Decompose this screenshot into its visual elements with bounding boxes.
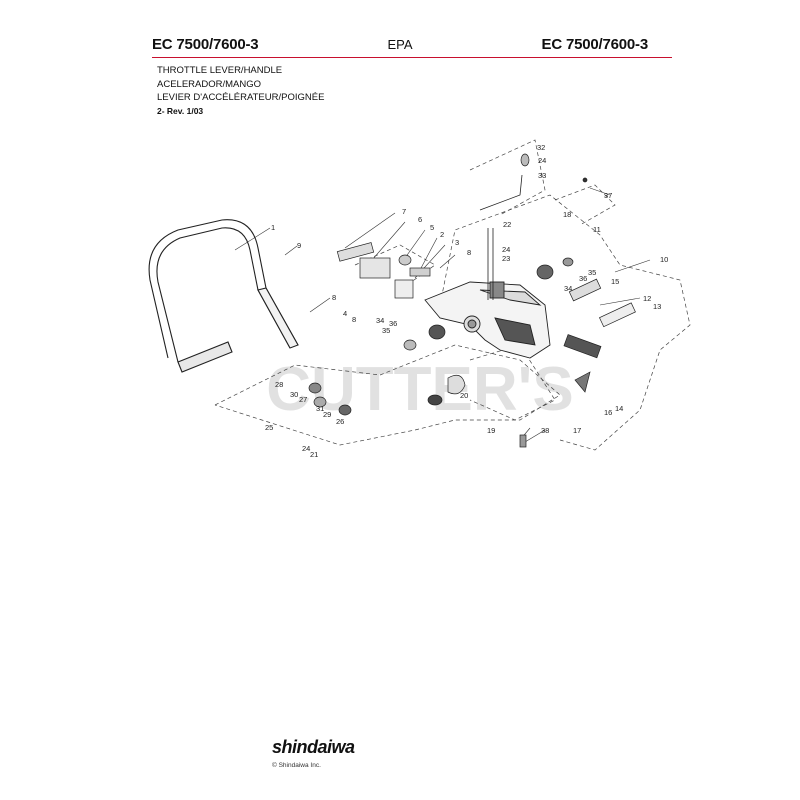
callout-35b: 35 [588, 268, 596, 277]
callout-34a: 34 [376, 316, 384, 325]
callout-36a: 36 [389, 319, 397, 328]
callout-7: 7 [402, 207, 406, 216]
callout-23: 23 [502, 254, 510, 263]
callout-9: 9 [297, 241, 301, 250]
section-titles: THROTTLE LEVER/HANDLE ACELERADOR/MANGO L… [157, 64, 324, 118]
callout-35a: 35 [382, 326, 390, 335]
title-english: THROTTLE LEVER/HANDLE [157, 65, 283, 76]
callout-29: 29 [323, 410, 331, 419]
callout-4: 4 [343, 309, 347, 318]
callout-24b: 24 [502, 245, 510, 254]
callout-14: 14 [615, 404, 623, 413]
assembly-frames [214, 139, 691, 451]
title-french: LEVIER D'ACCÉLÉRATEUR/POIGNÉE [157, 92, 325, 103]
callout-13: 13 [653, 302, 661, 311]
small-parts [308, 153, 636, 448]
throttle-rod [479, 174, 523, 300]
callout-24a: 24 [538, 156, 546, 165]
callout-19: 19 [487, 426, 495, 435]
callout-11: 11 [593, 225, 601, 234]
callout-18: 18 [563, 210, 571, 219]
copyright-notice: © Shindaiwa Inc. [272, 762, 321, 769]
callout-1: 1 [271, 223, 275, 232]
revision-label: 2- Rev. 1/03 [157, 105, 204, 116]
model-number-left: EC 7500/7600-3 [152, 36, 259, 53]
callout-5: 5 [430, 223, 434, 232]
callout-34b: 34 [564, 284, 572, 293]
callout-22: 22 [503, 220, 511, 229]
header-divider [152, 57, 672, 58]
callout-8b: 8 [352, 315, 356, 324]
callout-6: 6 [418, 215, 422, 224]
brand-logo: shindaiwa [272, 737, 355, 757]
callout-32: 32 [537, 143, 545, 152]
callout-20: 20 [460, 391, 468, 400]
callout-27: 27 [299, 395, 307, 404]
callout-37: 37 [604, 191, 612, 200]
callout-30: 30 [290, 390, 298, 399]
callout-21: 21 [310, 450, 318, 459]
callout-25: 25 [265, 423, 273, 432]
callout-15: 15 [611, 277, 619, 286]
callout-38: 38 [541, 426, 549, 435]
callout-16: 16 [604, 408, 612, 417]
rear-handle-housing [424, 281, 551, 359]
callout-24c: 24 [302, 444, 310, 453]
callout-36b: 36 [579, 274, 587, 283]
callout-8a: 8 [332, 293, 336, 302]
part-callouts: 1 2 3 4 5 6 7 8 8 8 9 10 11 12 13 14 15 … [265, 143, 668, 459]
title-spanish: ACELERADOR/MANGO [157, 78, 261, 90]
callout-8c: 8 [467, 248, 471, 257]
callout-28: 28 [275, 380, 283, 389]
callout-31: 31 [316, 404, 324, 413]
front-handle-bar [148, 219, 299, 373]
callout-12: 12 [643, 294, 651, 303]
leader-lines [234, 187, 651, 446]
emission-label: EPA [387, 37, 413, 52]
callout-10: 10 [660, 255, 668, 264]
callout-2: 2 [440, 230, 444, 239]
callout-26: 26 [336, 417, 344, 426]
callout-17: 17 [573, 426, 581, 435]
callout-33: 33 [538, 171, 546, 180]
model-number-right: EC 7500/7600-3 [541, 36, 649, 53]
callout-3: 3 [455, 238, 459, 247]
